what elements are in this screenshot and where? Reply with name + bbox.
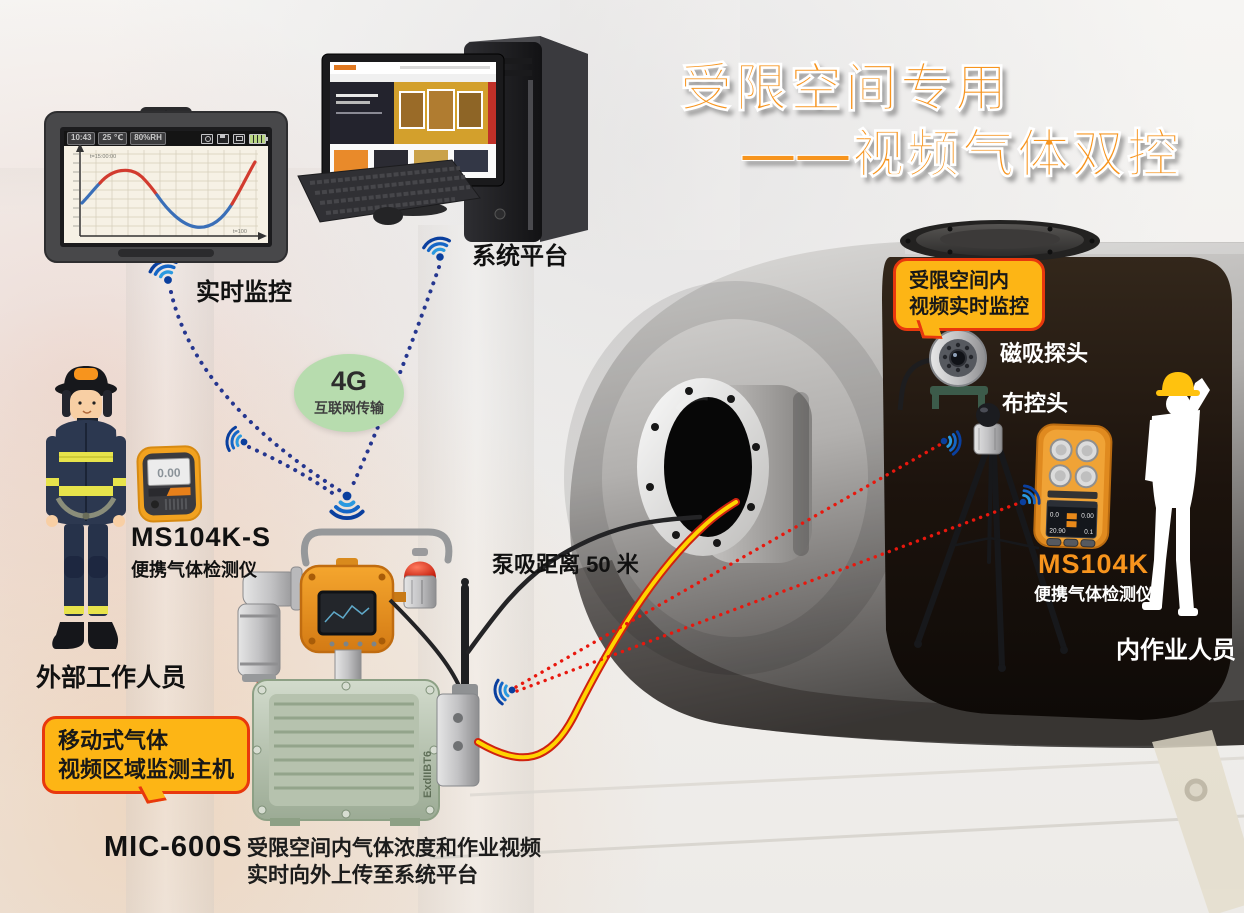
ptz-head — [973, 403, 1003, 455]
tablet-time: 10:43 — [67, 132, 96, 145]
tank-top-disc — [900, 220, 1100, 262]
network-4g-badge: 4G 互联网传输 — [294, 354, 404, 432]
monitor — [321, 53, 505, 216]
magnetic-camera — [897, 329, 988, 411]
system-platform-label: 系统平台 — [472, 243, 568, 270]
hard-hat-icon — [1156, 372, 1200, 396]
red-wireless-links — [514, 442, 1021, 693]
save-icon — [217, 133, 229, 144]
camera-icon — [201, 133, 213, 144]
inner-worker-caption: 内作业人员 — [1116, 637, 1236, 664]
tablet-chart-wave — [80, 160, 257, 229]
host-callout-line1: 移动式气体 — [58, 728, 169, 753]
ms104ks-detector: 0.00 — [136, 445, 203, 523]
tank-callout-line2: 视频实时监控 — [909, 296, 1029, 319]
mic600s-model-label: MIC-600S — [104, 831, 243, 863]
wifi-icon-platform — [420, 233, 456, 266]
wifi-icon-hub — [329, 489, 365, 521]
host-callout-bubble: 移动式气体 视频区域监测主机 — [42, 716, 251, 804]
pump-distance-label: 泵吸距离 50 米 — [492, 552, 639, 577]
ms104ks-model-label: MS104K-S — [131, 522, 272, 552]
tablet-temperature: 25 ℃ — [98, 132, 128, 145]
flange-bolts — [646, 387, 760, 547]
tripod — [914, 447, 1068, 672]
title-line-1: 受限空间专用 — [679, 60, 1011, 119]
chart-annotation: t=100 — [233, 229, 247, 235]
tablet-status-bar: 10:43 25 ℃ 80%RH — [67, 132, 268, 145]
pump-tube — [474, 498, 740, 762]
rugged-tablet: t=15:00:00 t=100 — [44, 107, 288, 263]
host-description: 受限空间内气体浓度和作业视频 实时向外上传至系统平台 — [247, 836, 541, 890]
host-description-line1: 受限空间内气体浓度和作业视频 — [247, 837, 541, 860]
realtime-monitor-label: 实时监控 — [196, 279, 292, 306]
desktop-pc — [297, 36, 588, 242]
printer-icon — [233, 133, 245, 144]
battery-icon — [249, 133, 268, 144]
tank-callout-bubble: 受限空间内 视频实时监控 — [893, 258, 1045, 339]
network-name: 4G — [330, 366, 368, 396]
external-worker-figure — [46, 366, 126, 649]
screen-value: 0.00 — [1081, 513, 1094, 520]
box-marking: ExdIIBT6 — [422, 751, 434, 798]
tablet-chart-grid — [82, 150, 258, 236]
external-worker-caption: 外部工作人员 — [36, 664, 187, 692]
title-line-2: ——视频气体双控 — [741, 126, 1183, 185]
background-pillar — [560, 0, 740, 250]
keyboard — [297, 159, 481, 223]
ms104k-model-label: MS104K — [1038, 549, 1150, 579]
network-desc: 互联网传输 — [314, 400, 384, 416]
magnetic-probe-label: 磁吸探头 — [1000, 341, 1089, 366]
tablet-chart-axes — [79, 148, 260, 237]
ms104k-detector: 0.0 0.00 20.90 0.1 — [1033, 423, 1113, 549]
ms104k-type-label: 便携气体检测仪 — [1034, 585, 1153, 604]
ptz-head-label: 布控头 — [1002, 391, 1069, 416]
screen-value: 0.1 — [1084, 529, 1094, 536]
mouse — [373, 207, 403, 225]
inner-worker-silhouette — [1142, 372, 1210, 616]
wifi-icon-host — [491, 676, 519, 707]
host-description-line2: 实时向外上传至系统平台 — [247, 863, 478, 887]
ms104ks-type-label: 便携气体检测仪 — [131, 560, 257, 580]
wifi-icon-worker-detector — [222, 424, 252, 456]
floor — [429, 730, 1244, 913]
screen-value: 0.0 — [1050, 511, 1060, 518]
signal-cable — [465, 514, 703, 655]
background-pillar — [126, 250, 214, 913]
tank-callout-line1: 受限空间内 — [909, 270, 1009, 292]
chart-annotation: t=15:00:00 — [90, 154, 116, 160]
screen-value: 20.90 — [1049, 527, 1066, 535]
host-callout-line2: 视频区域监测主机 — [58, 757, 235, 783]
tablet-humidity: 80%RH — [130, 132, 166, 145]
manhole-nozzle — [637, 378, 812, 563]
mic600s-host: ExdIIBT6 — [237, 528, 480, 826]
detector-reading: 0.00 — [157, 465, 181, 480]
